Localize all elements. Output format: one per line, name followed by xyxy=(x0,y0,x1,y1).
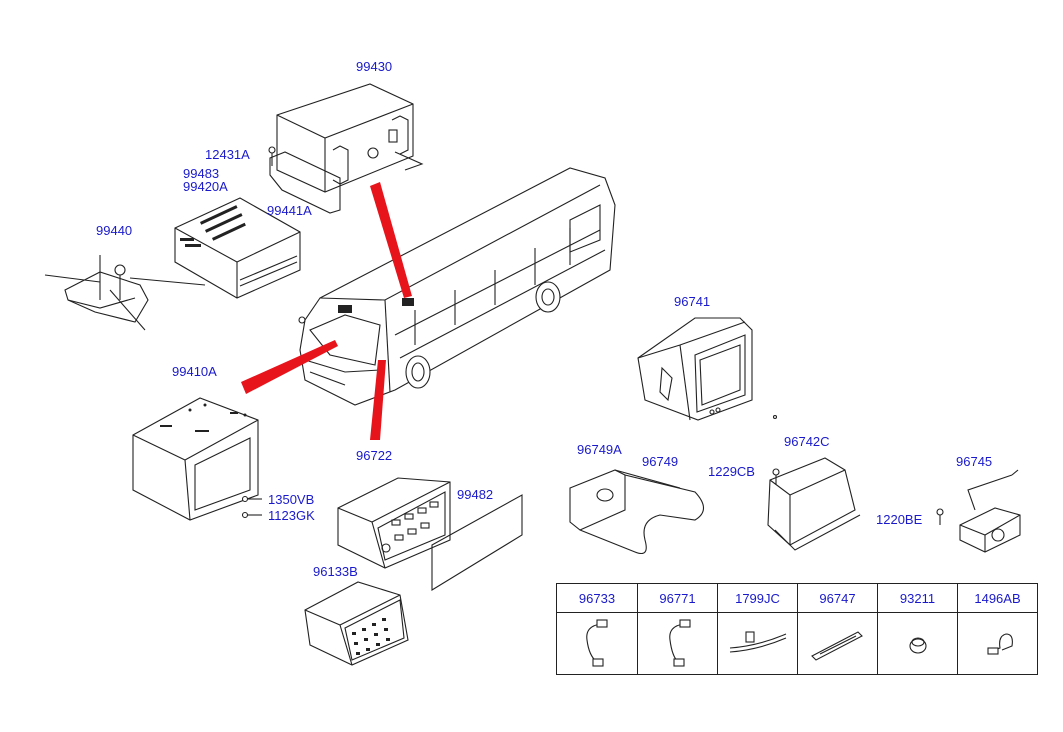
screw-icon xyxy=(772,414,778,420)
part-label-12431a[interactable]: 12431A xyxy=(205,147,250,162)
panel-frame-icon xyxy=(798,612,877,674)
table-header-96747: 96747 xyxy=(798,584,877,613)
cover-96742c-drawing xyxy=(767,457,861,551)
part-label-99441a[interactable]: 99441A xyxy=(267,203,312,218)
table-cell-93211[interactable]: 93211 xyxy=(877,584,957,674)
wire-harness-icon xyxy=(557,612,637,674)
part-label-1220be[interactable]: 1220BE xyxy=(876,512,923,527)
part-label-99440[interactable]: 99440 xyxy=(96,223,133,238)
keypad-96133b-drawing xyxy=(304,581,409,666)
grommet-icon xyxy=(878,612,957,674)
monitor-96741-drawing xyxy=(637,317,753,421)
table-cell-96747[interactable]: 96747 xyxy=(797,584,877,674)
part-label-96741[interactable]: 96741 xyxy=(674,294,711,309)
part-label-1123gk[interactable]: 1123GK xyxy=(268,508,315,523)
table-header-1496ab: 1496AB xyxy=(958,584,1037,613)
plate-99482-drawing xyxy=(431,494,523,591)
bracket-96749-drawing xyxy=(569,469,705,555)
table-cell-96771[interactable]: 96771 xyxy=(637,584,717,674)
part-label-96722[interactable]: 96722 xyxy=(356,448,393,463)
monitor-99410a-drawing xyxy=(132,397,262,521)
controller-96722-drawing xyxy=(337,477,451,569)
part-label-96742c[interactable]: 96742C xyxy=(784,434,830,449)
antenna-drawing xyxy=(44,255,206,331)
part-label-99430[interactable]: 99430 xyxy=(356,59,393,74)
amplifier-box-drawing xyxy=(268,83,424,214)
bus-drawing xyxy=(298,167,616,406)
part-label-96749a[interactable]: 96749A xyxy=(577,442,622,457)
cable-tie-icon xyxy=(718,612,797,674)
part-label-96133b[interactable]: 96133B xyxy=(313,564,358,579)
part-label-1229cb[interactable]: 1229CB xyxy=(708,464,755,479)
part-label-99482[interactable]: 99482 xyxy=(457,487,494,502)
part-label-99410a[interactable]: 99410A xyxy=(172,364,217,379)
wire-harness-icon xyxy=(638,612,717,674)
camera-96745-drawing xyxy=(936,469,1021,553)
radio-unit-drawing xyxy=(174,197,301,299)
part-label-96749[interactable]: 96749 xyxy=(642,454,679,469)
part-label-1350vb[interactable]: 1350VB xyxy=(268,492,315,507)
table-header-93211: 93211 xyxy=(878,584,957,613)
clamp-icon xyxy=(958,612,1037,674)
part-label-96745[interactable]: 96745 xyxy=(956,454,993,469)
table-header-1799jc: 1799JC xyxy=(718,584,797,613)
table-cell-1496ab[interactable]: 1496AB xyxy=(957,584,1037,674)
table-cell-1799jc[interactable]: 1799JC xyxy=(717,584,797,674)
table-header-96771: 96771 xyxy=(638,584,717,613)
leader-arrows xyxy=(241,182,412,440)
table-header-96733: 96733 xyxy=(557,584,637,613)
small-parts-table: 96733 96771 1799JC 96747 93211 1496AB xyxy=(556,583,1038,675)
part-label-99420a[interactable]: 99420A xyxy=(183,179,228,194)
table-cell-96733[interactable]: 96733 xyxy=(557,584,637,674)
part-label-99483[interactable]: 99483 xyxy=(183,166,220,181)
